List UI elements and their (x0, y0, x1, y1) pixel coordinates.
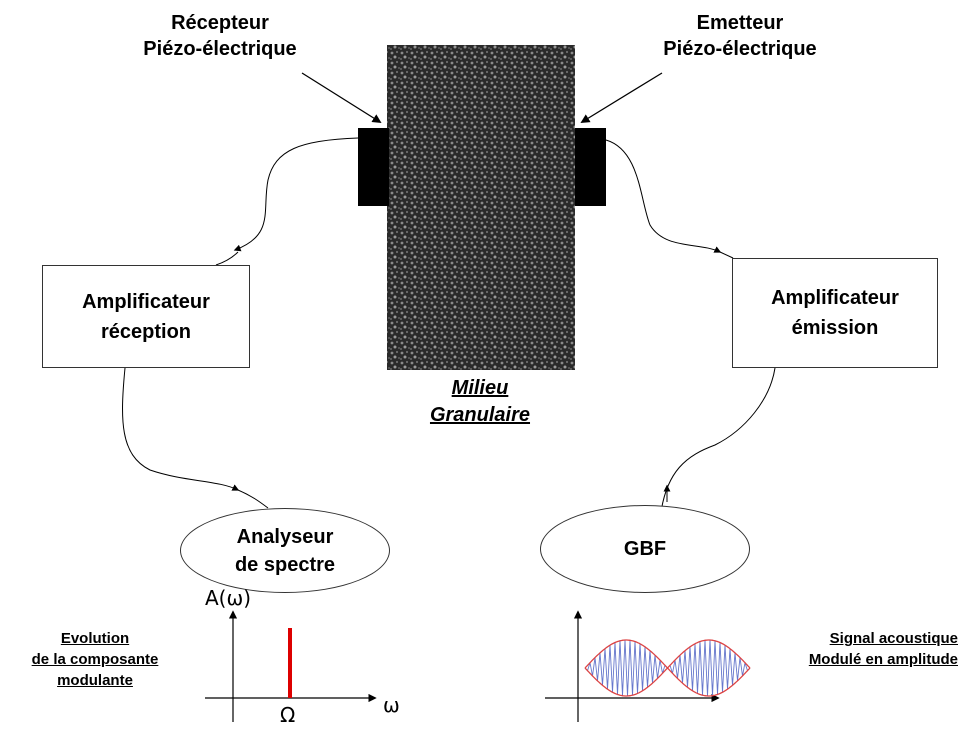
emitter-pointer-arrow (580, 72, 663, 123)
emitter-transducer (575, 128, 606, 206)
medium-label: Milieu Granulaire (400, 375, 560, 429)
receiver-pointer-arrow (301, 72, 382, 123)
amp-to-analyzer-tail (237, 489, 269, 509)
left-note-line1: Evolution (60, 630, 130, 647)
gbf-to-amp-cable (659, 367, 776, 521)
medium-label-line1: Milieu (451, 377, 509, 399)
receiver-label-line1: Récepteur (171, 12, 269, 34)
analyzer-line1: Analyseur (236, 525, 334, 548)
gbf-label: GBF (623, 538, 667, 560)
receiver-to-amp-cable (233, 137, 359, 252)
spectrum-x-label: ω (383, 693, 400, 717)
emitter-label-line2: Piézo-électrique (663, 38, 817, 60)
amp-reception-line1: Amplificateur (82, 290, 210, 313)
amp-emission-line1: Amplificateur (771, 287, 899, 309)
emitter-label-line1: Emetteur (696, 12, 784, 34)
left-note-line3: modulante (57, 672, 133, 689)
amp-emission-box: Amplificateur émission (732, 258, 938, 368)
left-note: Evolution de la composante modulante (10, 628, 180, 691)
spectrum-y-label: A(ω) (205, 586, 252, 610)
amp-to-analyzer-cable (122, 367, 240, 491)
receiver-transducer (358, 128, 389, 206)
omega-tick-label: Ω (280, 703, 296, 727)
emitter-cable-tail (719, 251, 734, 259)
envelope-upper (584, 639, 751, 669)
spectrum-analyzer-ellipse: Analyseur de spectre (180, 508, 390, 593)
amp-reception-line2: réception (100, 320, 192, 343)
emitter-cable (605, 139, 722, 253)
gbf-ellipse: GBF (540, 505, 750, 593)
receiver-label-line2: Piézo-électrique (143, 38, 297, 60)
right-note-line1: Signal acoustique (829, 630, 958, 647)
right-note-line2: Modulé en amplitude (808, 651, 958, 668)
amp-emission-line2: émission (791, 317, 879, 339)
left-note-line2: de la composante (31, 651, 159, 668)
granular-texture (387, 45, 575, 370)
receiver-label: Récepteur Piézo-électrique (110, 10, 330, 62)
right-note: Signal acoustique Modulé en amplitude (778, 628, 958, 670)
envelope-lower (584, 667, 751, 697)
emitter-label: Emetteur Piézo-électrique (625, 10, 855, 62)
amp-reception-box: Amplificateur réception (42, 265, 250, 368)
analyzer-line2: de spectre (234, 553, 336, 576)
receiver-cable-tail (215, 251, 239, 266)
medium-label-line2: Granulaire (429, 404, 531, 426)
